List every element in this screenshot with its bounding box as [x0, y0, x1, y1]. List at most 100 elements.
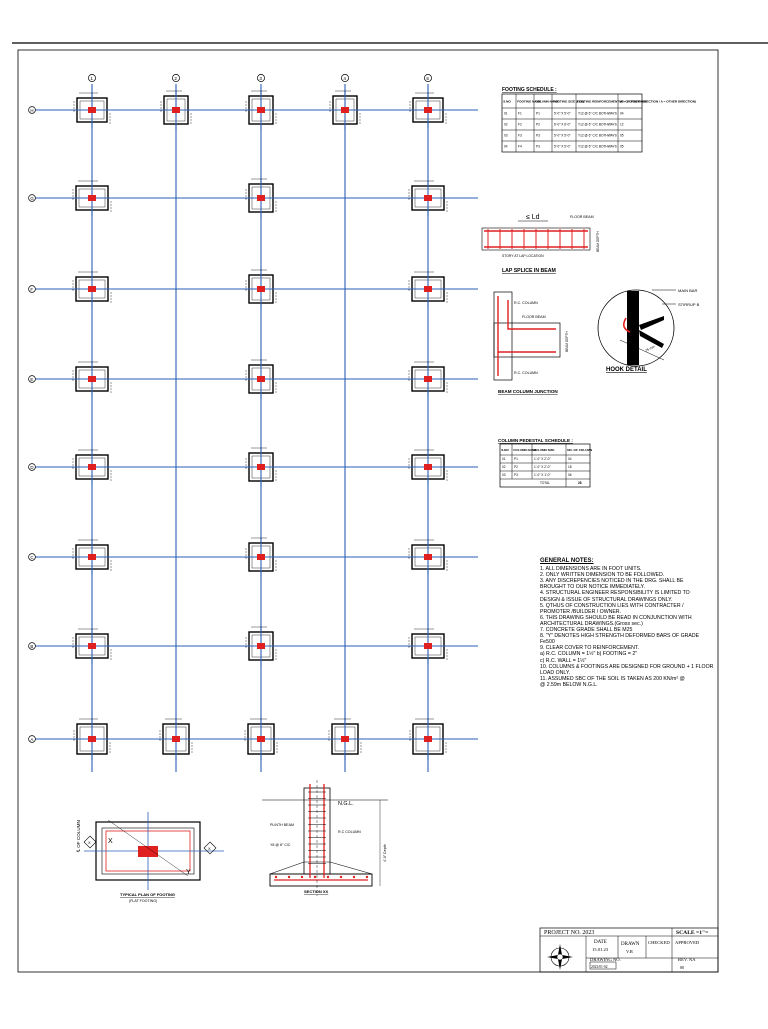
footing-schedule-title: FOOTING SCHEDULE : [502, 87, 557, 93]
column-pedestal [257, 643, 265, 649]
section-depth: 4'-0" Depth [383, 844, 387, 862]
footing [243, 90, 279, 130]
column-pedestal [257, 376, 265, 382]
table-cell: 18 [568, 465, 572, 469]
grid-bubble-top: 1 [88, 74, 96, 82]
table-header: NO. OF COLUMN [567, 448, 593, 452]
footing [406, 628, 450, 664]
table-cell: F2 [518, 123, 522, 127]
table-cell: 01 [502, 457, 506, 461]
column-pedestal [88, 286, 96, 292]
tb-date: DATE [594, 940, 607, 945]
general-notes: GENERAL NOTES: 1. ALL DIMENSIONS ARE IN … [540, 558, 713, 928]
table-cell: 04 [504, 145, 508, 149]
footing [71, 718, 113, 760]
table-cell: Y12 @ 6" C/C BOTHWAYS [578, 123, 617, 127]
tb-drawn-val: V.R [626, 949, 634, 954]
column-pedestal [341, 736, 349, 742]
footing [243, 178, 279, 218]
footing [406, 539, 450, 575]
hook-title: HOOK DETAIL [606, 367, 647, 373]
grid-bubble-label: D [30, 465, 33, 470]
footing [71, 92, 113, 128]
column-pedestal [88, 736, 96, 742]
beam-column-junction-detail: R.C. COLUMN FLOOR BEAM R.C. COLUMN BEAM … [493, 291, 569, 394]
table-cell: P3 [536, 145, 540, 149]
tb-drawn: DRAWN [621, 942, 640, 947]
table-cell: 05 [620, 145, 624, 149]
general-note-line: 8. "Y" DENOTES HIGH STRENGTH DEFORMED BA… [540, 633, 700, 640]
general-note-line: 4. STRUCTURAL ENGINEER RESPONSIBILITY IS… [540, 590, 690, 597]
grid-bubble-label: E [30, 377, 33, 382]
column-pedestal [424, 107, 432, 113]
table-cell: F3 [518, 134, 522, 138]
table-header: FOOTING SIZE (LXB) [553, 99, 584, 103]
hook-main-bar: MAIN BAR [678, 288, 697, 293]
table-cell: 03 [504, 134, 508, 138]
grid-bubble-top: 5 [424, 74, 432, 82]
lap-depth-label: BEAM DEPTH [596, 231, 600, 252]
bcj-beam-depth: BEAM DEPTH [565, 331, 569, 352]
grid-bubble-label: H [30, 108, 33, 113]
hook-stirrup: STIRRUP B [678, 302, 700, 307]
table-header: FOOTING REINFORCEMENT (P = 1 ORDER DIREC… [577, 99, 696, 103]
column-pedestal [257, 464, 265, 470]
grid-bubble-left: B [28, 642, 36, 650]
grid-bubble-left: H [28, 106, 36, 114]
footing [243, 269, 279, 309]
svg-text:X: X [208, 846, 211, 851]
footing [243, 447, 279, 487]
table-cell: F4 [518, 145, 522, 149]
table-cell: 05 [620, 134, 624, 138]
table-cell: 1'-0" X 2'-0" [534, 457, 551, 461]
grid-bubble-top: 4 [341, 74, 349, 82]
footing [242, 718, 280, 760]
grid-bubble-left: F [28, 285, 36, 293]
footing [326, 718, 364, 760]
tb-rev: REV. NA [678, 957, 696, 962]
general-note-line: DESIGN & ISSUE OF STRUCTURAL DRAWINGS ON… [540, 596, 673, 603]
grid-bubble-label: G [30, 196, 34, 201]
grid-bubble-label: F [30, 287, 33, 292]
table-cell: 03 [502, 473, 506, 477]
section-title: SECTION XX [304, 889, 329, 894]
section-plinth-beam: PLINTH BEAM [270, 823, 294, 827]
column-pedestal [88, 376, 96, 382]
table-cell: 1'-0" X 1'-0" [534, 473, 551, 477]
table-header: S.NO [501, 448, 509, 452]
hook-detail: MAIN BAR STIRRUP B 75 mm HOOK DETAIL [597, 288, 700, 373]
footing [406, 449, 450, 485]
table-cell: 5'-0" X 5'-0" [554, 112, 571, 116]
tb-project: PROJECT NO. 2023 [544, 930, 594, 936]
table-cell: 06 [568, 473, 572, 477]
inner-border [17, 49, 719, 973]
footing [70, 539, 114, 575]
section-rc-column: R.C COLUMN [338, 830, 361, 834]
table-cell: P1 [514, 457, 518, 461]
general-note-line: 1. ALL DIMENSIONS ARE IN FOOT UNITS. [540, 566, 642, 573]
grid-bubble-left: D [28, 463, 36, 471]
tb-rev-val: 00 [680, 965, 684, 970]
column-pedestal [257, 107, 265, 113]
table-cell: 12 [620, 123, 624, 127]
general-note-line: Fe500 [540, 639, 555, 646]
column-pedestal [257, 554, 265, 560]
table-total-value: 28 [578, 481, 582, 485]
lap-splice-title: LAP SPLICE IN BEAM [502, 268, 556, 274]
tb-drawing-no: DRAWING NO. [590, 957, 621, 962]
general-note-line: PROMOTER /BUILDER / OWNER. [540, 608, 621, 615]
footing [407, 92, 449, 128]
footing [243, 537, 279, 577]
table-cell: 1'-0" X 2'-0" [534, 465, 551, 469]
grid-bubble-label: 2 [174, 76, 177, 81]
grid-bubble-left: C [28, 553, 36, 561]
table-cell: P2 [514, 465, 518, 469]
title-block: PROJECT NO. 2023 SCALE =1"= DATE 15.01.2… [539, 927, 719, 973]
grid-bubble-left: E [28, 375, 36, 383]
pedestal-title: COLUMN PEDESTAL SCHEDULE : [498, 438, 573, 443]
column-pedestal [88, 554, 96, 560]
